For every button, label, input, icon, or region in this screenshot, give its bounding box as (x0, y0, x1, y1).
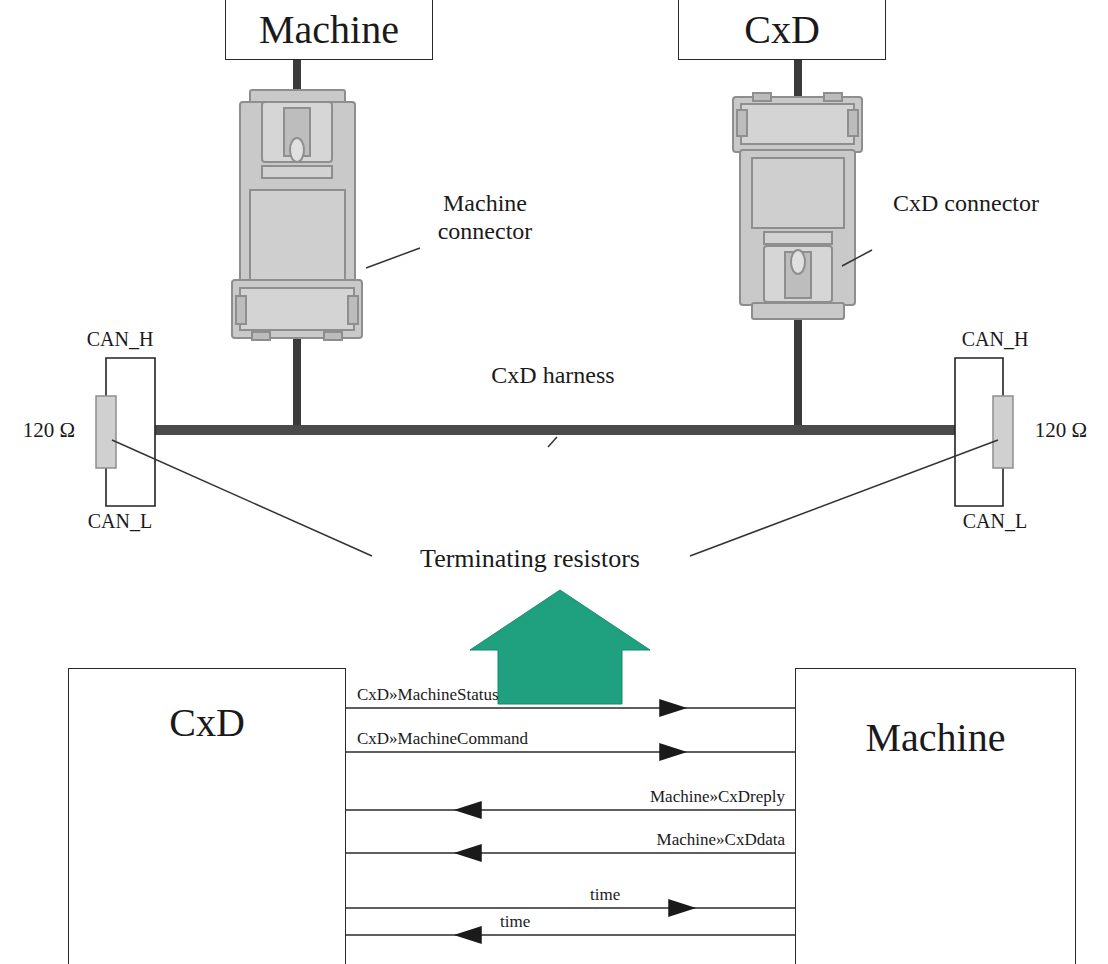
part-label: 120 Ω (6, 418, 92, 442)
part-label: CAN_L (955, 510, 1035, 533)
part-label: Machine connector (410, 190, 560, 245)
signal-label: time (590, 886, 620, 905)
part-label: CAN_H (80, 328, 160, 351)
leader-line (842, 250, 872, 266)
message-arrow (346, 926, 795, 944)
system-box: CxD (678, 0, 886, 60)
cable (297, 60, 798, 430)
part-label: 120 Ω (1018, 418, 1104, 442)
harness (155, 425, 955, 435)
cxd-connector (733, 93, 862, 319)
leader-line (366, 248, 420, 268)
part-label: CAN_H (955, 328, 1035, 351)
box-title: CxD (744, 6, 820, 53)
system-box: Machine (225, 0, 433, 60)
system-box: Machine (795, 668, 1076, 964)
part-label: CxD harness (488, 362, 618, 390)
signal-label: Machine»CxDreply (650, 788, 785, 807)
box-title: Machine (259, 6, 399, 53)
machine-connector (232, 90, 362, 340)
part-label: Terminating resistors (360, 544, 700, 574)
part-label: CAN_L (80, 510, 160, 533)
resistor-symbol (955, 358, 1013, 506)
signal-label: CxD»MachineStatus (357, 686, 499, 705)
signal-label: CxD»MachineCommand (357, 730, 528, 749)
box-title: Machine (866, 714, 1006, 761)
leader-line (548, 437, 557, 447)
message-arrow (346, 899, 795, 917)
signal-label: Machine»CxDdata (657, 831, 785, 850)
leader-line (690, 440, 998, 556)
system-box: CxD (68, 668, 346, 964)
box-title: CxD (169, 699, 245, 746)
leader-line (112, 440, 372, 556)
part-label: CxD connector (866, 190, 1066, 218)
signal-label: time (500, 913, 530, 932)
resistor-symbol (96, 358, 155, 506)
